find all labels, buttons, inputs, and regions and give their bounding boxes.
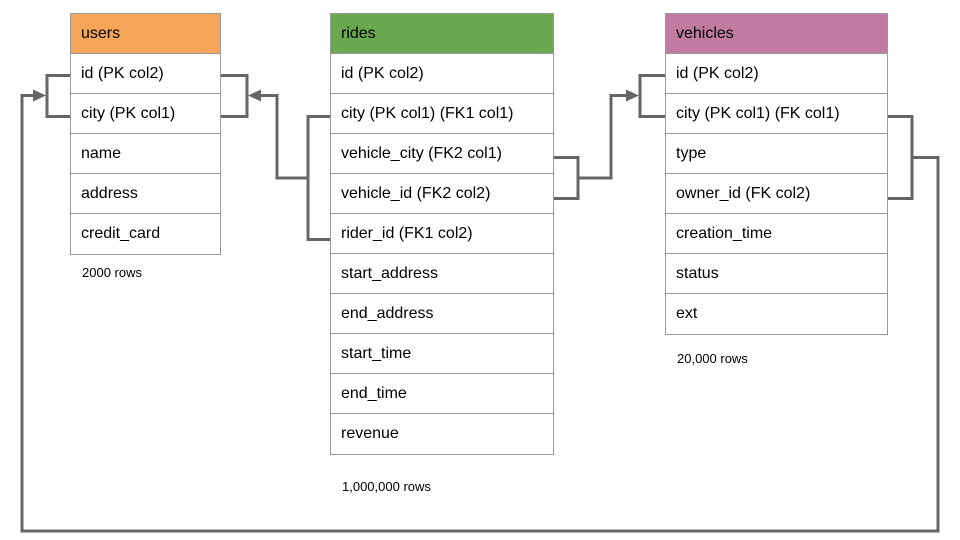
rides-left-bracket: [306, 115, 330, 241]
users-right-bracket: [220, 74, 249, 118]
table-row: address: [71, 174, 220, 214]
vehicles-row-count: 20,000 rows: [677, 351, 748, 366]
arrowhead-rides-to-vehicles-icon: [626, 89, 639, 102]
table-row: city (PK col1) (FK col1): [666, 94, 887, 134]
table-row: type: [666, 134, 887, 174]
rides-row-count: 1,000,000 rows: [342, 479, 431, 494]
table-row: id (PK col2): [331, 54, 553, 94]
table-row: credit_card: [71, 214, 220, 254]
table-row: city (PK col1): [71, 94, 220, 134]
table-row: start_address: [331, 254, 553, 294]
vehicles-to-users-connector: [20, 94, 940, 533]
table-row: rider_id (FK1 col2): [331, 214, 553, 254]
rides-table: rides id (PK col2) city (PK col1) (FK1 c…: [330, 13, 554, 455]
rides-to-vehicles-connector: [578, 94, 627, 180]
table-row: id (PK col2): [71, 54, 220, 94]
table-row: vehicle_city (FK2 col1): [331, 134, 553, 174]
vehicles-left-bracket: [638, 74, 665, 118]
users-left-bracket: [45, 74, 70, 118]
users-table: users id (PK col2) city (PK col1) name a…: [70, 13, 221, 255]
table-row: city (PK col1) (FK1 col1): [331, 94, 553, 134]
rides-table-header: rides: [331, 14, 553, 54]
table-row: ext: [666, 294, 887, 334]
table-row: end_address: [331, 294, 553, 334]
vehicles-right-bracket: [887, 115, 914, 200]
vehicles-table: vehicles id (PK col2) city (PK col1) (FK…: [665, 13, 888, 335]
table-row: owner_id (FK col2): [666, 174, 887, 214]
table-row: status: [666, 254, 887, 294]
vehicles-table-header: vehicles: [666, 14, 887, 54]
rides-to-users-connector: [260, 94, 308, 180]
arrowhead-rides-to-users-icon: [248, 89, 261, 102]
table-row: name: [71, 134, 220, 174]
table-row: vehicle_id (FK2 col2): [331, 174, 553, 214]
users-table-header: users: [71, 14, 220, 54]
rides-right-bracket: [553, 156, 580, 200]
table-row: revenue: [331, 414, 553, 454]
table-row: start_time: [331, 334, 553, 374]
users-row-count: 2000 rows: [82, 265, 142, 280]
table-row: id (PK col2): [666, 54, 887, 94]
table-row: end_time: [331, 374, 553, 414]
arrowhead-vehicles-to-users-icon: [33, 89, 46, 102]
table-row: creation_time: [666, 214, 887, 254]
